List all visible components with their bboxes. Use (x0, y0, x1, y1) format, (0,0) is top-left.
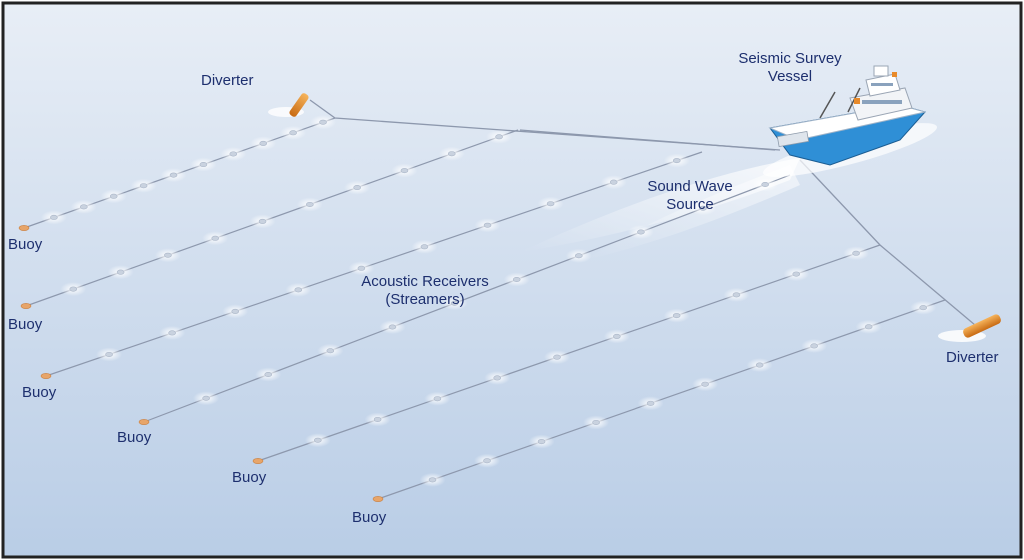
receiver-core (546, 201, 555, 207)
receiver-core (319, 119, 327, 125)
buoy-label: Buoy (232, 469, 267, 486)
receiver-core (672, 158, 681, 164)
streamers (23, 115, 946, 500)
receiver-core (357, 265, 366, 271)
receiver-core (493, 375, 502, 381)
buoy-label: Buoy (352, 509, 387, 526)
receiver-core (259, 140, 268, 146)
receiver-core (792, 271, 801, 277)
receiver-core (537, 439, 546, 445)
receiver-core (264, 371, 273, 377)
buoy-icon (40, 373, 52, 379)
vessel-icon (762, 65, 938, 177)
receiver-core (231, 308, 240, 314)
sound-source-label-line1: Sound Wave (647, 178, 733, 195)
receiver-core (592, 419, 600, 425)
receiver-core (80, 204, 88, 210)
sound-source-label: Sound Wave Source (630, 178, 750, 214)
vessel-label-line2: Vessel (767, 68, 813, 85)
receiver-core (164, 252, 172, 258)
receiver-core (428, 477, 437, 483)
receiver-core (211, 235, 220, 241)
receiver-core (258, 218, 267, 224)
receiver-core (400, 168, 409, 174)
receiver-core (169, 172, 178, 178)
receiver-core (199, 162, 208, 168)
receiver-core (69, 286, 78, 292)
receiver-core (672, 313, 681, 319)
vessel-label: Seismic Survey Vessel (720, 50, 860, 86)
sound-wave-plume (520, 158, 800, 252)
diverter-left-icon (268, 93, 309, 117)
receiver-core (613, 333, 621, 339)
receiver-core (699, 205, 707, 211)
streamer-cable (377, 299, 946, 500)
receiver-core (755, 362, 764, 368)
lead-in-cable (519, 129, 776, 151)
receiver-core (447, 151, 456, 157)
receiver-core (810, 343, 818, 349)
receiver-core (483, 222, 492, 228)
streamer-cable (257, 244, 881, 462)
receiver-core (353, 185, 361, 191)
diverter-right-label: Diverter (946, 349, 999, 366)
receiver-core (116, 269, 125, 275)
receiver-core (919, 305, 927, 311)
receivers-label-line2: (Streamers) (385, 291, 465, 308)
buoy-icon (18, 225, 30, 231)
receiver-core (761, 182, 769, 188)
receiver-core (864, 324, 873, 330)
diverter-right-icon (938, 314, 1001, 342)
receiver-core (512, 276, 521, 282)
receiver-core (433, 396, 442, 402)
receiver-core (646, 400, 655, 406)
receiver-core (202, 395, 210, 401)
buoy-icon (138, 419, 150, 425)
receiver-core (852, 250, 860, 256)
buoy-icon (20, 303, 32, 309)
receiver-core (294, 287, 303, 293)
receiver-core (495, 134, 503, 140)
receiver-core (553, 354, 561, 360)
receiver-core (326, 348, 335, 354)
receiver-core (609, 179, 618, 185)
streamer-cable (143, 174, 791, 423)
receiver-core (306, 201, 314, 207)
receiver-core (483, 458, 491, 464)
receiver-core (450, 300, 459, 306)
receiver-core (289, 130, 297, 136)
diverter-left-label: Diverter (201, 72, 254, 89)
buoy-label: Buoy (8, 236, 43, 253)
streamer-cable (45, 151, 703, 377)
receiver-core (388, 324, 397, 330)
receiver-core (637, 229, 645, 235)
receiver-core (139, 183, 148, 189)
buoys (18, 225, 384, 502)
buoy-label: Buoy (22, 384, 57, 401)
buoy-label: Buoy (117, 429, 152, 446)
buoy-icon (252, 458, 264, 464)
receiver-core (314, 437, 322, 443)
receiver-core (168, 330, 176, 336)
receiver-core (109, 193, 118, 199)
receiver-core (373, 416, 382, 422)
receiver-core (50, 214, 58, 220)
receiver-core (575, 253, 583, 259)
receiver-core (701, 381, 709, 387)
receivers-label-line1: Acoustic Receivers (361, 273, 489, 290)
receivers-label: Acoustic Receivers (Streamers) (340, 273, 510, 309)
receiver-core (229, 151, 238, 157)
receiver-core (732, 292, 741, 298)
buoy-icon (372, 496, 384, 502)
receiver-core (420, 244, 429, 250)
receiver-core (105, 351, 113, 357)
buoy-label: Buoy (8, 316, 43, 333)
sound-source-label-line2: Source (666, 196, 714, 213)
vessel-label-line1: Seismic Survey (738, 50, 842, 67)
